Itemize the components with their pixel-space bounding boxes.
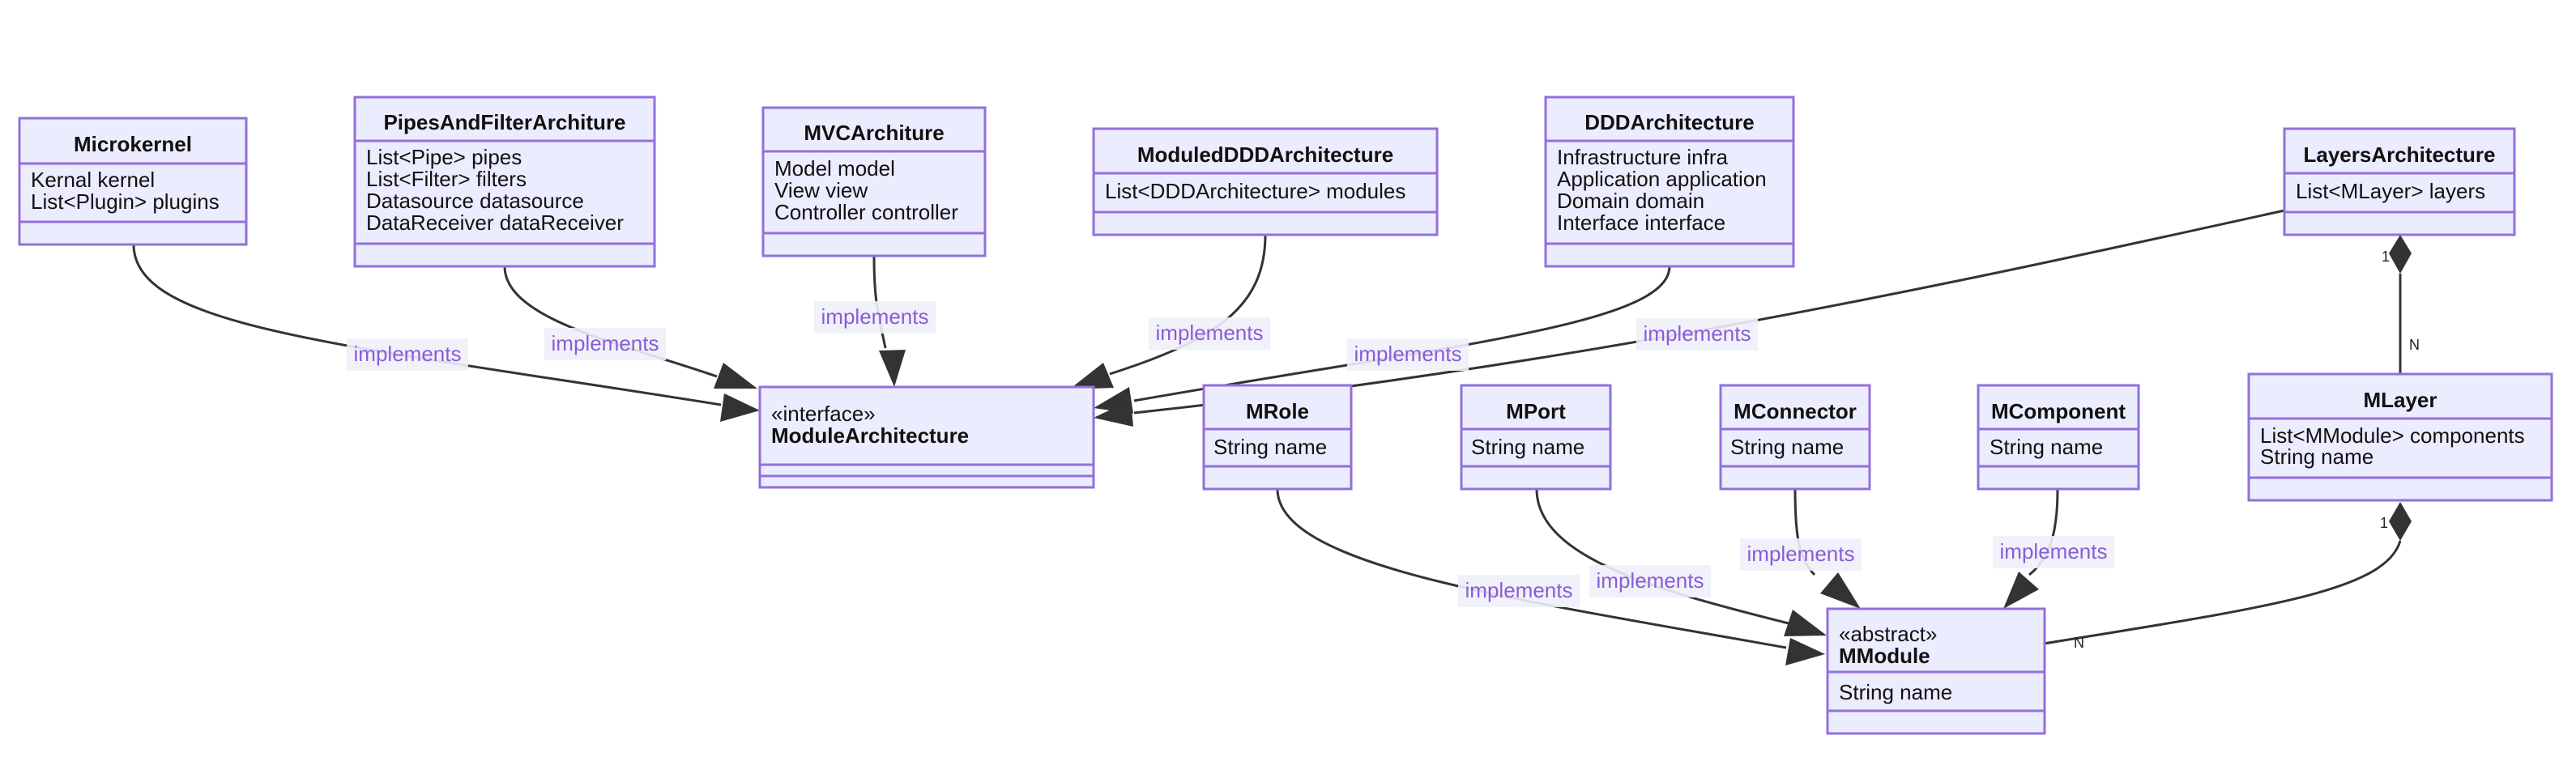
class-name: MComponent bbox=[1991, 399, 2126, 423]
edge-mrole-mmodule bbox=[1276, 488, 1787, 649]
class-dddarchitecture: DDDArchitecture Infrastructure infra App… bbox=[1544, 96, 1795, 268]
class-attribute: String name bbox=[1213, 435, 1327, 459]
svg-text:implements: implements bbox=[1747, 542, 1855, 566]
class-attribute: String name bbox=[1471, 435, 1584, 459]
composition-diamond-layers bbox=[2389, 235, 2412, 274]
class-attribute: View view bbox=[774, 178, 868, 202]
class-stereotype: «abstract» bbox=[1839, 622, 1937, 646]
edge-label-ddd: implements bbox=[1347, 338, 1469, 371]
edge-label-mconnector: implements bbox=[1740, 538, 1862, 571]
class-attribute: Application application bbox=[1557, 167, 1767, 191]
class-attribute: String name bbox=[1990, 435, 2103, 459]
class-attribute: List<Plugin> plugins bbox=[31, 189, 220, 214]
svg-text:implements: implements bbox=[821, 304, 929, 329]
class-name: MRole bbox=[1246, 399, 1309, 423]
class-attribute: List<Pipe> pipes bbox=[366, 145, 522, 169]
class-name: ModuleArchitecture bbox=[771, 423, 969, 448]
class-attribute: Domain domain bbox=[1557, 189, 1704, 213]
arrowhead-moduledddd bbox=[1069, 363, 1114, 389]
class-attribute: List<Filter> filters bbox=[366, 167, 527, 191]
svg-text:implements: implements bbox=[1354, 342, 1462, 366]
cardinality-mmodule-end: N bbox=[2074, 635, 2084, 651]
class-name: Microkernel bbox=[74, 132, 192, 156]
class-mvcarchiture: MVCArchiture Model model View view Contr… bbox=[761, 106, 987, 257]
svg-text:implements: implements bbox=[2000, 539, 2108, 563]
edge-microkernel-modulearchitecture bbox=[132, 244, 722, 406]
class-mconnector: MConnector String name bbox=[1719, 384, 1871, 491]
class-moduledddarchitecture: ModuledDDDArchitecture List<DDDArchitect… bbox=[1092, 127, 1439, 236]
class-mlayer: MLayer List<MModule> components String n… bbox=[2247, 372, 2553, 502]
arrowhead-mrole bbox=[1785, 638, 1825, 665]
edge-mlayer-mmodule bbox=[2043, 540, 2402, 645]
edge-ddd-modulearchitecture bbox=[1133, 266, 1671, 402]
class-attribute: Controller controller bbox=[774, 200, 958, 224]
svg-text:implements: implements bbox=[1597, 568, 1704, 593]
composition-diamond-mlayer bbox=[2389, 502, 2412, 541]
svg-text:implements: implements bbox=[1644, 321, 1751, 346]
class-name: MConnector bbox=[1734, 399, 1857, 423]
cardinality-layers-end: 1 bbox=[2382, 249, 2390, 265]
class-mcomponent: MComponent String name bbox=[1977, 384, 2140, 491]
class-pipesandfilterarchiture: PipesAndFilterArchiture List<Pipe> pipes… bbox=[353, 96, 656, 268]
class-name: MPort bbox=[1506, 399, 1566, 423]
class-attribute: List<MModule> components bbox=[2260, 423, 2525, 448]
edge-label-mrole: implements bbox=[1458, 575, 1580, 607]
edge-label-mport: implements bbox=[1589, 565, 1711, 597]
arrowhead-layers bbox=[1094, 400, 1133, 427]
svg-text:implements: implements bbox=[552, 331, 659, 355]
class-attribute: Kernal kernel bbox=[31, 168, 155, 192]
class-name: MLayer bbox=[2363, 388, 2437, 412]
arrowhead-microkernel bbox=[720, 393, 760, 422]
class-attribute: Infrastructure infra bbox=[1557, 145, 1729, 169]
class-layersarchitecture: LayersArchitecture List<MLayer> layers bbox=[2283, 127, 2516, 236]
arrowhead-mcomponent bbox=[2003, 572, 2039, 609]
class-name: MVCArchiture bbox=[804, 121, 944, 145]
class-mmodule: «abstract» MModule String name bbox=[1826, 607, 2046, 735]
edge-label-microkernel: implements bbox=[347, 338, 468, 371]
class-mport: MPort String name bbox=[1460, 384, 1612, 491]
arrowhead-mport bbox=[1784, 610, 1827, 636]
class-attribute: List<MLayer> layers bbox=[2296, 179, 2485, 203]
class-mrole: MRole String name bbox=[1202, 384, 1353, 491]
class-attribute: String name bbox=[2260, 444, 2373, 469]
class-attribute: String name bbox=[1730, 435, 1844, 459]
class-microkernel: Microkernel Kernal kernel List<Plugin> p… bbox=[18, 117, 248, 246]
class-attribute: DataReceiver dataReceiver bbox=[366, 210, 624, 235]
arrowhead-mconnector bbox=[1820, 572, 1861, 609]
edge-label-pipes: implements bbox=[544, 328, 666, 360]
edge-label-moduledddd: implements bbox=[1149, 317, 1270, 350]
edge-label-layers: implements bbox=[1636, 318, 1758, 351]
svg-text:implements: implements bbox=[1465, 578, 1573, 602]
class-attribute: String name bbox=[1839, 680, 1952, 704]
class-name: PipesAndFilterArchiture bbox=[383, 110, 625, 134]
cardinality-mlayer-end2: 1 bbox=[2380, 515, 2388, 531]
class-modulearchitecture: «interface» ModuleArchitecture bbox=[758, 385, 1095, 489]
class-stereotype: «interface» bbox=[771, 402, 876, 426]
arrowhead-pipes bbox=[714, 363, 757, 389]
class-name: ModuledDDDArchitecture bbox=[1137, 142, 1393, 167]
class-attribute: Interface interface bbox=[1557, 210, 1725, 235]
edge-moduledddd-modulearchitecture bbox=[1109, 234, 1267, 376]
class-name: DDDArchitecture bbox=[1584, 110, 1755, 134]
edge-labels: implements implements implements impleme… bbox=[347, 249, 2420, 651]
class-attribute: Model model bbox=[774, 156, 895, 181]
cardinality-mlayer-end: N bbox=[2409, 337, 2420, 353]
class-name: MModule bbox=[1839, 644, 1930, 668]
class-attribute: Datasource datasource bbox=[366, 189, 584, 213]
edge-label-mvc: implements bbox=[814, 301, 936, 334]
svg-text:implements: implements bbox=[1156, 321, 1264, 345]
arrowhead-mvc bbox=[879, 350, 906, 387]
class-name: LayersArchitecture bbox=[2304, 142, 2496, 167]
class-attribute: List<DDDArchitecture> modules bbox=[1105, 179, 1405, 203]
svg-text:implements: implements bbox=[354, 342, 462, 366]
edge-label-mcomponent: implements bbox=[1993, 536, 2114, 568]
